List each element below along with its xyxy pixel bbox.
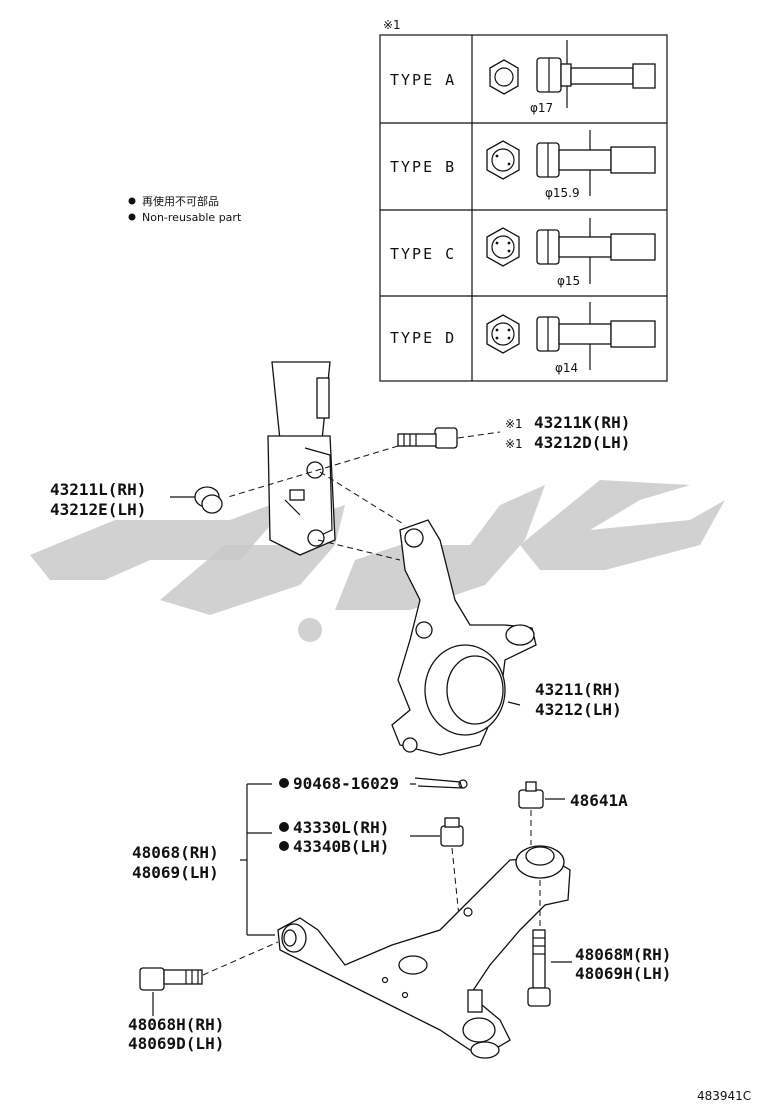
strut-illustration [267, 361, 336, 556]
non-reusable-dot-icon [279, 841, 289, 851]
arm-assembly-bracket [240, 783, 440, 936]
type-c-bolt-icon [486, 218, 656, 284]
type-c-dim: φ15 [557, 274, 580, 288]
type-b-label: TYPE B [390, 158, 456, 176]
type-c-label: TYPE C [390, 245, 456, 263]
type-a-dim: φ17 [530, 101, 553, 115]
top-bolt-label: 48641A [570, 791, 628, 810]
type-b-dim: φ15.9 [545, 186, 580, 200]
bolt-lh-label: 43212D(LH) [534, 433, 630, 452]
castle-nut-icon [440, 817, 464, 847]
nut-lh-label: 43212E(LH) [50, 500, 146, 519]
top-bolt-icon [518, 781, 544, 809]
type-d-bolt-icon [486, 302, 656, 370]
knuckle-rh-label: 43211(RH) [535, 680, 622, 699]
cotter-pin-label: 90468-16029 [293, 774, 399, 793]
non-reusable-dot-icon [279, 778, 289, 788]
rear-bolt-lh-label: 48069H(LH) [575, 964, 671, 983]
castle-nut-rh-label: 43330L(RH) [293, 818, 389, 837]
type-d-label: TYPE D [390, 329, 456, 347]
nut-rh-label: 43211L(RH) [50, 480, 146, 499]
bolt-rh-label: 43211K(RH) [534, 413, 630, 432]
strut-nut-icon [194, 486, 223, 514]
bolt-note-rh: ※1 [505, 417, 523, 431]
front-bolt-icon [139, 967, 203, 991]
lower-arm-illustration [277, 845, 571, 1059]
legend-jp: 再使用不可部品 [142, 194, 219, 208]
type-a-label: TYPE A [390, 71, 456, 89]
non-reusable-dot-icon [279, 822, 289, 832]
cotter-pin-icon [414, 777, 468, 789]
rear-bolt-icon [527, 929, 551, 1007]
bolt-note-lh: ※1 [505, 437, 523, 451]
legend-en: Non-reusable part [142, 211, 242, 224]
legend: 再使用不可部品 Non-reusable part [128, 194, 242, 224]
strut-bolt-icon [397, 427, 458, 449]
knuckle-lh-label: 43212(LH) [535, 700, 622, 719]
type-b-bolt-icon [486, 130, 656, 196]
diagram-id: 483941C [697, 1089, 751, 1103]
arm-rh-label: 48068(RH) [132, 843, 219, 862]
front-bolt-rh-label: 48068H(RH) [128, 1015, 224, 1034]
arm-lh-label: 48069(LH) [132, 863, 219, 882]
type-a-bolt-icon [489, 40, 656, 108]
non-reusable-dot-icon [128, 213, 136, 221]
rear-bolt-rh-label: 48068M(RH) [575, 945, 671, 964]
castle-nut-lh-label: 43340B(LH) [293, 837, 389, 856]
type-d-dim: φ14 [555, 361, 578, 375]
type-table: ※1 TYPE A TYPE B TYPE C TYPE D φ17 [379, 18, 668, 382]
non-reusable-dot-icon [128, 197, 136, 205]
steering-knuckle-illustration [391, 519, 537, 756]
front-bolt-lh-label: 48069D(LH) [128, 1034, 224, 1053]
table-note-mark: ※1 [383, 18, 401, 32]
